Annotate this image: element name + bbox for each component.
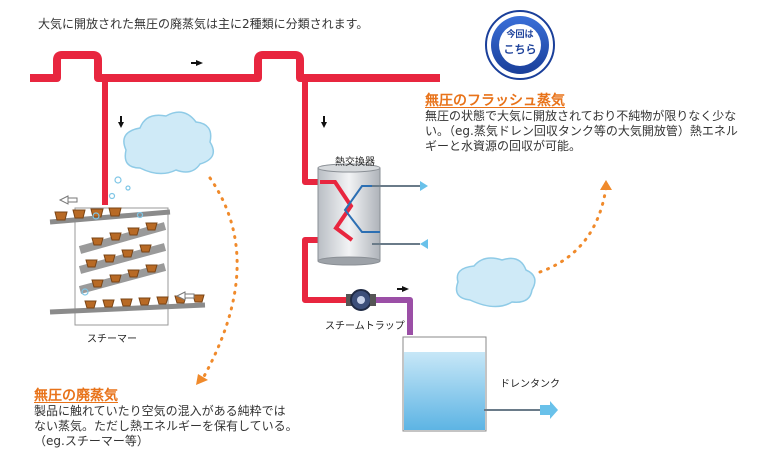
waste-steam-title: 無圧の廃蒸気: [34, 388, 118, 404]
steamer: [49, 176, 206, 326]
waste-steam-line2: ない蒸気。ただし熱エネルギーを保有している。: [34, 419, 298, 433]
heat-exchanger-label: 熱交換器: [335, 157, 375, 168]
waste-steam-description: 製品に触れていたり空気の混入がある純粋では ない蒸気。ただし熱エネルギーを保有し…: [34, 404, 364, 449]
steam-trap-label: スチームトラップ: [325, 321, 405, 332]
waste-steam-callout-arrow: [200, 176, 239, 382]
flash-steam-description: 無圧の状態で大気に開放されており不純物が限りなく少ない。（eg.蒸気ドレン回収タ…: [425, 109, 738, 153]
drain-tank: [402, 336, 558, 432]
flash-steam-title: 無圧のフラッシュ蒸気: [425, 93, 565, 109]
intro-text: 大気に開放された無圧の廃蒸気は主に2種類に分類されます。: [38, 17, 369, 31]
drain-tank-label: ドレンタンク: [500, 379, 560, 390]
flash-steam-cloud: [455, 257, 536, 308]
waste-steam-cloud: [123, 111, 215, 175]
badge-line2: こちら: [503, 43, 537, 56]
waste-steam-line3: （eg.スチーマー等）: [34, 434, 149, 448]
flash-steam-callout-arrow: [538, 186, 608, 274]
steamer-label: スチーマー: [87, 334, 137, 345]
heat-exchanger: [317, 163, 428, 266]
arrowhead-icon: [196, 374, 208, 385]
arrowhead-icon: [600, 180, 612, 190]
badge-line1: 今回は: [506, 30, 534, 40]
drain-pipe: [372, 297, 413, 335]
flow-arrow-icon: [118, 60, 409, 292]
steam-trap-icon: [346, 289, 376, 311]
waste-steam-line1: 製品に触れていたり空気の混入がある純粋では: [34, 404, 286, 418]
steam-header-pipe: [30, 51, 440, 82]
